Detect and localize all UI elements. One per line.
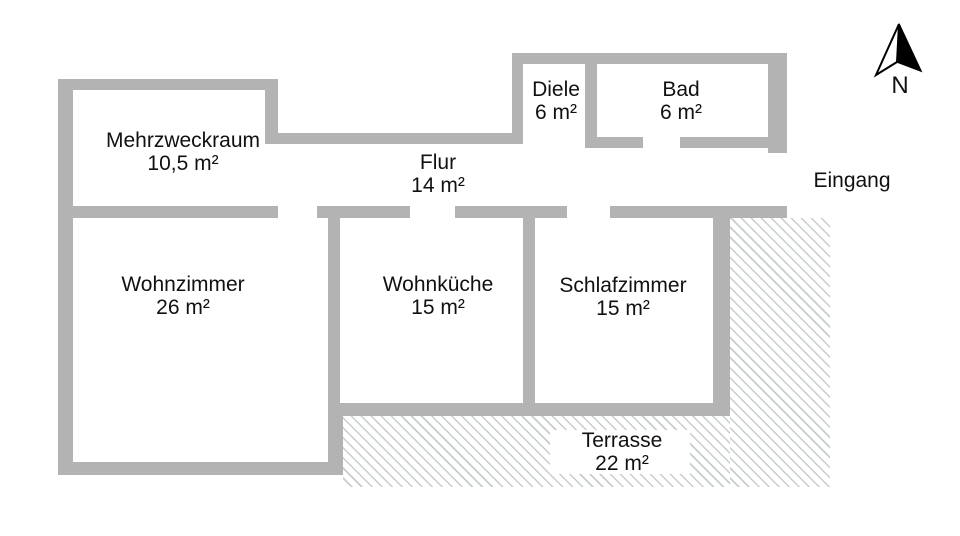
wall-east-outer-bad — [768, 53, 787, 153]
wall-diele-bad-divider — [585, 64, 597, 148]
room-area: 14 m² — [411, 173, 465, 197]
wall-terrace-left-connector — [328, 415, 343, 475]
wall-bad-bottom-left — [585, 137, 643, 148]
room-label-terrasse: Terrasse 22 m² — [581, 429, 663, 475]
wall-left-outer — [58, 79, 73, 475]
room-name: Wohnküche — [382, 273, 494, 296]
north-arrow-needle — [873, 23, 923, 78]
room-name: Flur — [419, 151, 457, 174]
room-label-bad: Bad 6 m² — [660, 78, 702, 124]
wall-bottom-wohnkueche-schlafzimmer — [328, 403, 728, 416]
north-arrow: N — [868, 16, 932, 99]
room-name: Terrasse — [581, 429, 663, 452]
room-name: Diele — [532, 78, 580, 101]
wall-bad-bottom-right — [680, 137, 773, 148]
wall-mid-segment-2 — [317, 206, 410, 218]
room-label-diele: Diele 6 m² — [532, 78, 580, 124]
room-area: 15 m² — [411, 295, 465, 319]
room-label-wohnzimmer: Wohnzimmer 26 m² — [121, 273, 245, 319]
room-area: 15 m² — [596, 296, 650, 320]
room-label-wohnkueche: Wohnküche 15 m² — [382, 273, 494, 319]
room-area: 6 m² — [534, 100, 577, 124]
wall-mid-mehrzweckraum-bottom — [58, 206, 278, 218]
eingang-label: Eingang — [813, 169, 891, 192]
wall-mehrzweckraum-top — [58, 79, 278, 90]
room-area: 10,5 m² — [147, 151, 219, 175]
wall-mid-segment-4 — [610, 206, 787, 218]
room-name: Bad — [662, 78, 700, 101]
wall-divider-wohnzimmer-wohnkueche — [328, 206, 340, 415]
north-label: N — [891, 72, 909, 99]
room-name: Mehrzweckraum — [105, 129, 261, 152]
wall-diele-left — [512, 53, 523, 144]
wall-flur-top — [265, 133, 523, 144]
wall-divider-wohnkueche-schlafzimmer — [523, 206, 535, 403]
wall-east-outer-schlafzimmer — [713, 206, 730, 416]
terrace-hatch-right — [730, 218, 830, 487]
wall-diele-bad-top — [512, 53, 777, 64]
wall-mehrzweckraum-right — [265, 79, 278, 144]
wall-mid-segment-3 — [455, 206, 567, 218]
room-area: 22 m² — [595, 451, 649, 475]
room-area: 26 m² — [156, 295, 210, 319]
wall-wohnzimmer-bottom — [58, 462, 343, 475]
room-area: 6 m² — [660, 100, 702, 124]
terrasse-label-background — [550, 430, 690, 474]
room-name: Schlafzimmer — [559, 274, 687, 297]
room-name: Wohnzimmer — [121, 273, 245, 296]
room-label-mehrzweckraum: Mehrzweckraum 10,5 m² — [105, 129, 261, 175]
room-label-flur: Flur 14 m² — [411, 151, 465, 197]
room-label-schlafzimmer: Schlafzimmer 15 m² — [559, 274, 687, 320]
